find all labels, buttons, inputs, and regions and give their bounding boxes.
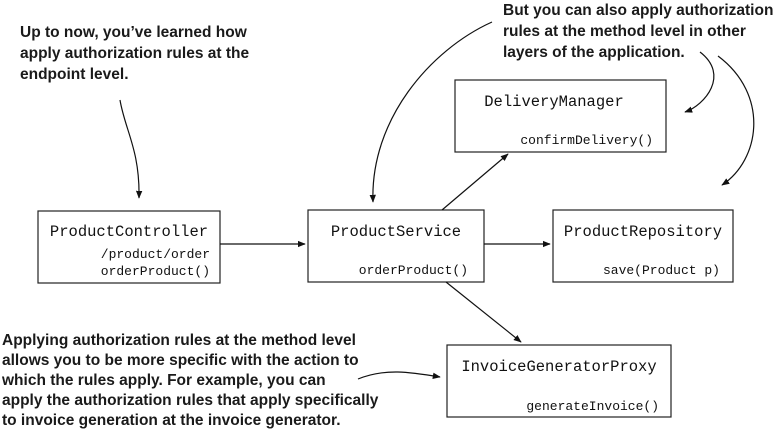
invoice-generator-proxy-box-border <box>446 344 672 418</box>
product-service-method: orderProduct() <box>359 263 468 278</box>
product-repository-box: ProductRepository save(Product p) <box>552 209 734 283</box>
product-repository-method: save(Product p) <box>603 263 720 278</box>
annotation-top-left: Up to now, you’ve learned how apply auth… <box>20 24 249 83</box>
product-service-title: ProductService <box>331 223 461 241</box>
product-controller-box: ProductController /product/order orderPr… <box>37 210 221 284</box>
pointer-to-product-repository <box>717 55 755 186</box>
invoice-generator-proxy-title: InvoiceGeneratorProxy <box>461 358 656 376</box>
annotation-bottom-left-line: allows you to be more specific with the … <box>2 352 359 369</box>
delivery-manager-method: confirmDelivery() <box>520 133 653 148</box>
annotation-top-right-line: layers of the application. <box>503 44 685 61</box>
annotation-bottom-left-line: to invoice generation at the invoice gen… <box>2 412 341 429</box>
arrow-service-to-invoice-generator <box>445 281 522 343</box>
annotation-top-right: But you can also apply authorization rul… <box>503 2 773 61</box>
delivery-manager-box-border <box>454 79 667 153</box>
arrow-service-to-delivery-manager <box>441 153 509 211</box>
product-repository-title: ProductRepository <box>564 223 722 241</box>
product-repository-box-border <box>552 209 734 283</box>
annotation-bottom-left-line: which the rules apply. For example, you … <box>1 372 326 389</box>
invoice-generator-proxy-box: InvoiceGeneratorProxy generateInvoice() <box>446 344 672 418</box>
product-service-box-border <box>307 209 485 283</box>
product-controller-endpoint: /product/order <box>101 247 210 262</box>
invoice-generator-proxy-method: generateInvoice() <box>526 399 659 414</box>
annotation-top-left-line: apply authorization rules at the <box>20 45 249 62</box>
product-service-box: ProductService orderProduct() <box>307 209 485 283</box>
product-controller-title: ProductController <box>50 223 208 241</box>
pointer-to-invoice-generator <box>357 371 441 380</box>
annotation-bottom-left: Applying authorization rules at the meth… <box>1 332 379 429</box>
pointer-to-product-service <box>369 21 493 203</box>
product-controller-method: orderProduct() <box>101 264 210 279</box>
annotation-top-right-line: rules at the method level in other <box>503 23 746 40</box>
pointer-to-delivery-manager <box>684 51 715 113</box>
pointer-endpoint-level <box>119 99 143 199</box>
product-controller-box-border <box>37 210 221 284</box>
annotation-bottom-left-line: apply the authorization rules that apply… <box>2 392 379 409</box>
annotation-bottom-left-line: Applying authorization rules at the meth… <box>2 332 356 349</box>
annotation-top-right-line: But you can also apply authorization <box>503 2 773 19</box>
annotation-top-left-line: Up to now, you’ve learned how <box>20 24 248 41</box>
delivery-manager-box: DeliveryManager confirmDelivery() <box>454 79 667 153</box>
delivery-manager-title: DeliveryManager <box>484 93 624 111</box>
annotation-top-left-line: endpoint level. <box>20 66 129 83</box>
